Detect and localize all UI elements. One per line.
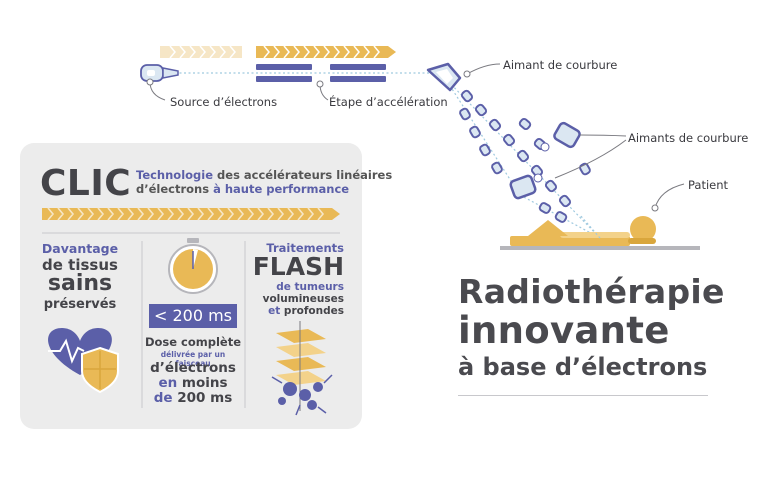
subtitle-high-performance: à haute performance <box>213 182 350 196</box>
clic-subtitle-line1: Technologie des accélérateurs linéaires <box>136 168 392 182</box>
flash-line3: de tumeurs <box>276 281 344 293</box>
card-graphics <box>42 207 340 416</box>
time-badge: < 200 ms <box>149 304 237 328</box>
stopwatch-icon <box>168 238 218 294</box>
clic-subtitle-line2: d’électrons à haute performance <box>136 182 349 196</box>
flash-line5: et profondes <box>268 305 344 317</box>
title-underline <box>458 395 708 396</box>
bending-magnet-icon <box>426 62 462 92</box>
clic-heading: CLIC <box>40 163 132 204</box>
label-bending-magnet: Aimant de courbure <box>503 58 618 72</box>
title-line1: Radiothérapie <box>458 272 725 311</box>
advantage-line2: de tissus <box>42 256 118 274</box>
flash-et: et <box>268 305 281 317</box>
advantage-line4: préservés <box>43 297 117 312</box>
flash-line4: volumineuses <box>262 293 344 305</box>
advantage-line1: Davantage <box>41 241 119 256</box>
title-line2: innovante <box>458 309 670 352</box>
electron-source-icon <box>140 64 179 82</box>
chevron-stripe-icon <box>42 207 340 221</box>
title-line3: à base d’électrons <box>458 353 708 381</box>
subtitle-technology: Technologie <box>136 168 214 182</box>
dose-de: de <box>153 390 173 406</box>
dose-line3: d’électrons <box>150 360 236 376</box>
flash-tumour-icon <box>271 321 333 416</box>
dose-line5: de 200 ms <box>153 390 233 406</box>
heart-shield-icon <box>48 328 119 394</box>
chevron-top-short-icon <box>160 46 242 58</box>
label-source: Source d’électrons <box>170 95 278 109</box>
bending-magnets-icon <box>509 121 581 200</box>
label-patient: Patient <box>688 178 729 192</box>
flash-line1: Traitements <box>266 241 344 255</box>
chevron-top-long-icon <box>256 46 396 58</box>
beamline-diagram <box>140 45 700 250</box>
focusing-elements-icon <box>459 89 591 223</box>
dose-line1: Dose complète <box>144 335 242 349</box>
patient-icon <box>500 216 700 250</box>
dose-en: en <box>158 375 178 391</box>
label-acceleration: Étape d’accélération <box>329 95 448 109</box>
dose-line4: en moins <box>158 375 228 391</box>
dose-line2: délivrée par un faisceau <box>160 350 226 368</box>
label-bending-magnets: Aimants de courbure <box>628 131 749 145</box>
subtitle-accelerators: des accélérateurs linéaires <box>213 168 393 182</box>
flash-line2: FLASH <box>252 252 344 281</box>
advantage-line3: sains <box>47 271 113 296</box>
subtitle-electrons: d’électrons <box>136 182 214 196</box>
accelerator-bars-icon <box>256 64 386 82</box>
